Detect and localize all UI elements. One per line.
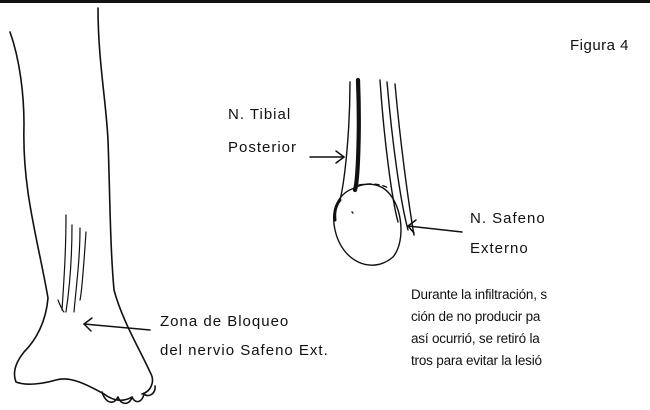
paragraph-line: así ocurrió, se retiró la xyxy=(411,328,650,350)
label-zona-line2: del nervio Safeno Ext. xyxy=(160,340,329,362)
figure-label: Figura 4 xyxy=(570,37,629,54)
label-tibial-line2: Posterior xyxy=(228,137,297,159)
label-zona-line1: Zona de Bloqueo xyxy=(160,311,289,333)
leg-outline xyxy=(10,8,155,403)
cross-section-sketch xyxy=(334,80,414,265)
label-safeno-line1: N. Safeno xyxy=(470,208,546,230)
paragraph-line: Durante la infiltración, s xyxy=(411,284,650,306)
label-safeno-line2: Externo xyxy=(470,238,529,260)
body-paragraph: Durante la infiltración, s ción de no pr… xyxy=(411,284,650,372)
paragraph-line: tros para evitar la lesió xyxy=(411,350,650,372)
label-tibial-line1: N. Tibial xyxy=(228,104,291,126)
leg-nerve-lines xyxy=(58,215,86,312)
paragraph-line: ción de no producir pa xyxy=(411,306,650,328)
